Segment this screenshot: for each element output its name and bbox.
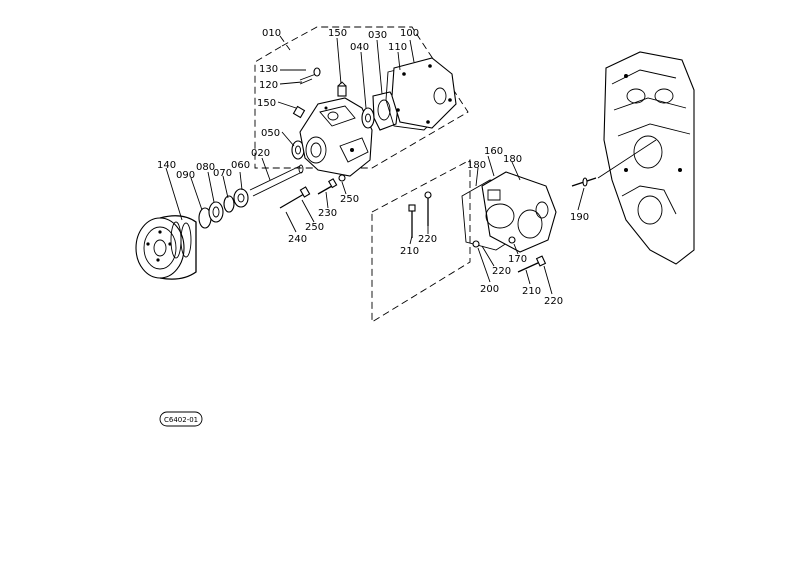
label-070: 070 bbox=[213, 168, 232, 179]
label-110: 110 bbox=[388, 42, 407, 53]
label-210-lower: 210 bbox=[522, 286, 541, 297]
thermostat-housing bbox=[461, 171, 557, 253]
label-080: 080 bbox=[196, 162, 215, 173]
seal-part bbox=[291, 140, 305, 160]
part-labels: 010 150 030 100 040 110 130 120 150 050 … bbox=[157, 28, 589, 307]
label-010: 010 bbox=[262, 28, 281, 39]
pump-bolts bbox=[279, 174, 346, 209]
assembly-outline-thermostat bbox=[371, 159, 471, 323]
label-180-right: 180 bbox=[503, 154, 522, 165]
bearing-stack bbox=[198, 188, 249, 229]
label-210-upper: 210 bbox=[400, 246, 419, 257]
impeller-part bbox=[361, 107, 375, 129]
leader-lines bbox=[165, 37, 657, 295]
fittings bbox=[292, 67, 347, 119]
label-150-left: 150 bbox=[257, 98, 276, 109]
label-050: 050 bbox=[261, 128, 280, 139]
label-250-left: 250 bbox=[305, 222, 324, 233]
label-220-lower: 220 bbox=[544, 296, 563, 307]
assembly-outline-010 bbox=[254, 26, 469, 169]
label-090: 090 bbox=[176, 170, 195, 181]
image-code-text: C6402-01 bbox=[164, 416, 198, 424]
engine-block bbox=[603, 51, 695, 265]
cover-plate-part bbox=[391, 57, 457, 129]
label-250-right: 250 bbox=[340, 194, 359, 205]
label-140: 140 bbox=[157, 160, 176, 171]
label-180-left: 180 bbox=[467, 160, 486, 171]
hub-part bbox=[372, 91, 399, 131]
label-020: 020 bbox=[251, 148, 270, 159]
pulley-part bbox=[135, 215, 197, 280]
label-170: 170 bbox=[508, 254, 527, 265]
pump-body bbox=[299, 97, 373, 177]
stud-part bbox=[571, 177, 597, 187]
label-220-upper: 220 bbox=[418, 234, 437, 245]
label-100: 100 bbox=[400, 28, 419, 39]
label-230: 230 bbox=[318, 208, 337, 219]
label-060: 060 bbox=[231, 160, 250, 171]
label-160: 160 bbox=[484, 146, 503, 157]
label-220-middle: 220 bbox=[492, 266, 511, 277]
label-120: 120 bbox=[259, 80, 278, 91]
label-200: 200 bbox=[480, 284, 499, 295]
label-130: 130 bbox=[259, 64, 278, 75]
label-240: 240 bbox=[288, 234, 307, 245]
label-190: 190 bbox=[570, 212, 589, 223]
label-040: 040 bbox=[350, 42, 369, 53]
thermostat-bolts bbox=[408, 191, 547, 273]
image-code-badge: C6402-01 bbox=[159, 411, 203, 427]
label-150-top: 150 bbox=[328, 28, 347, 39]
label-030: 030 bbox=[368, 30, 387, 41]
shaft-part bbox=[249, 164, 304, 197]
